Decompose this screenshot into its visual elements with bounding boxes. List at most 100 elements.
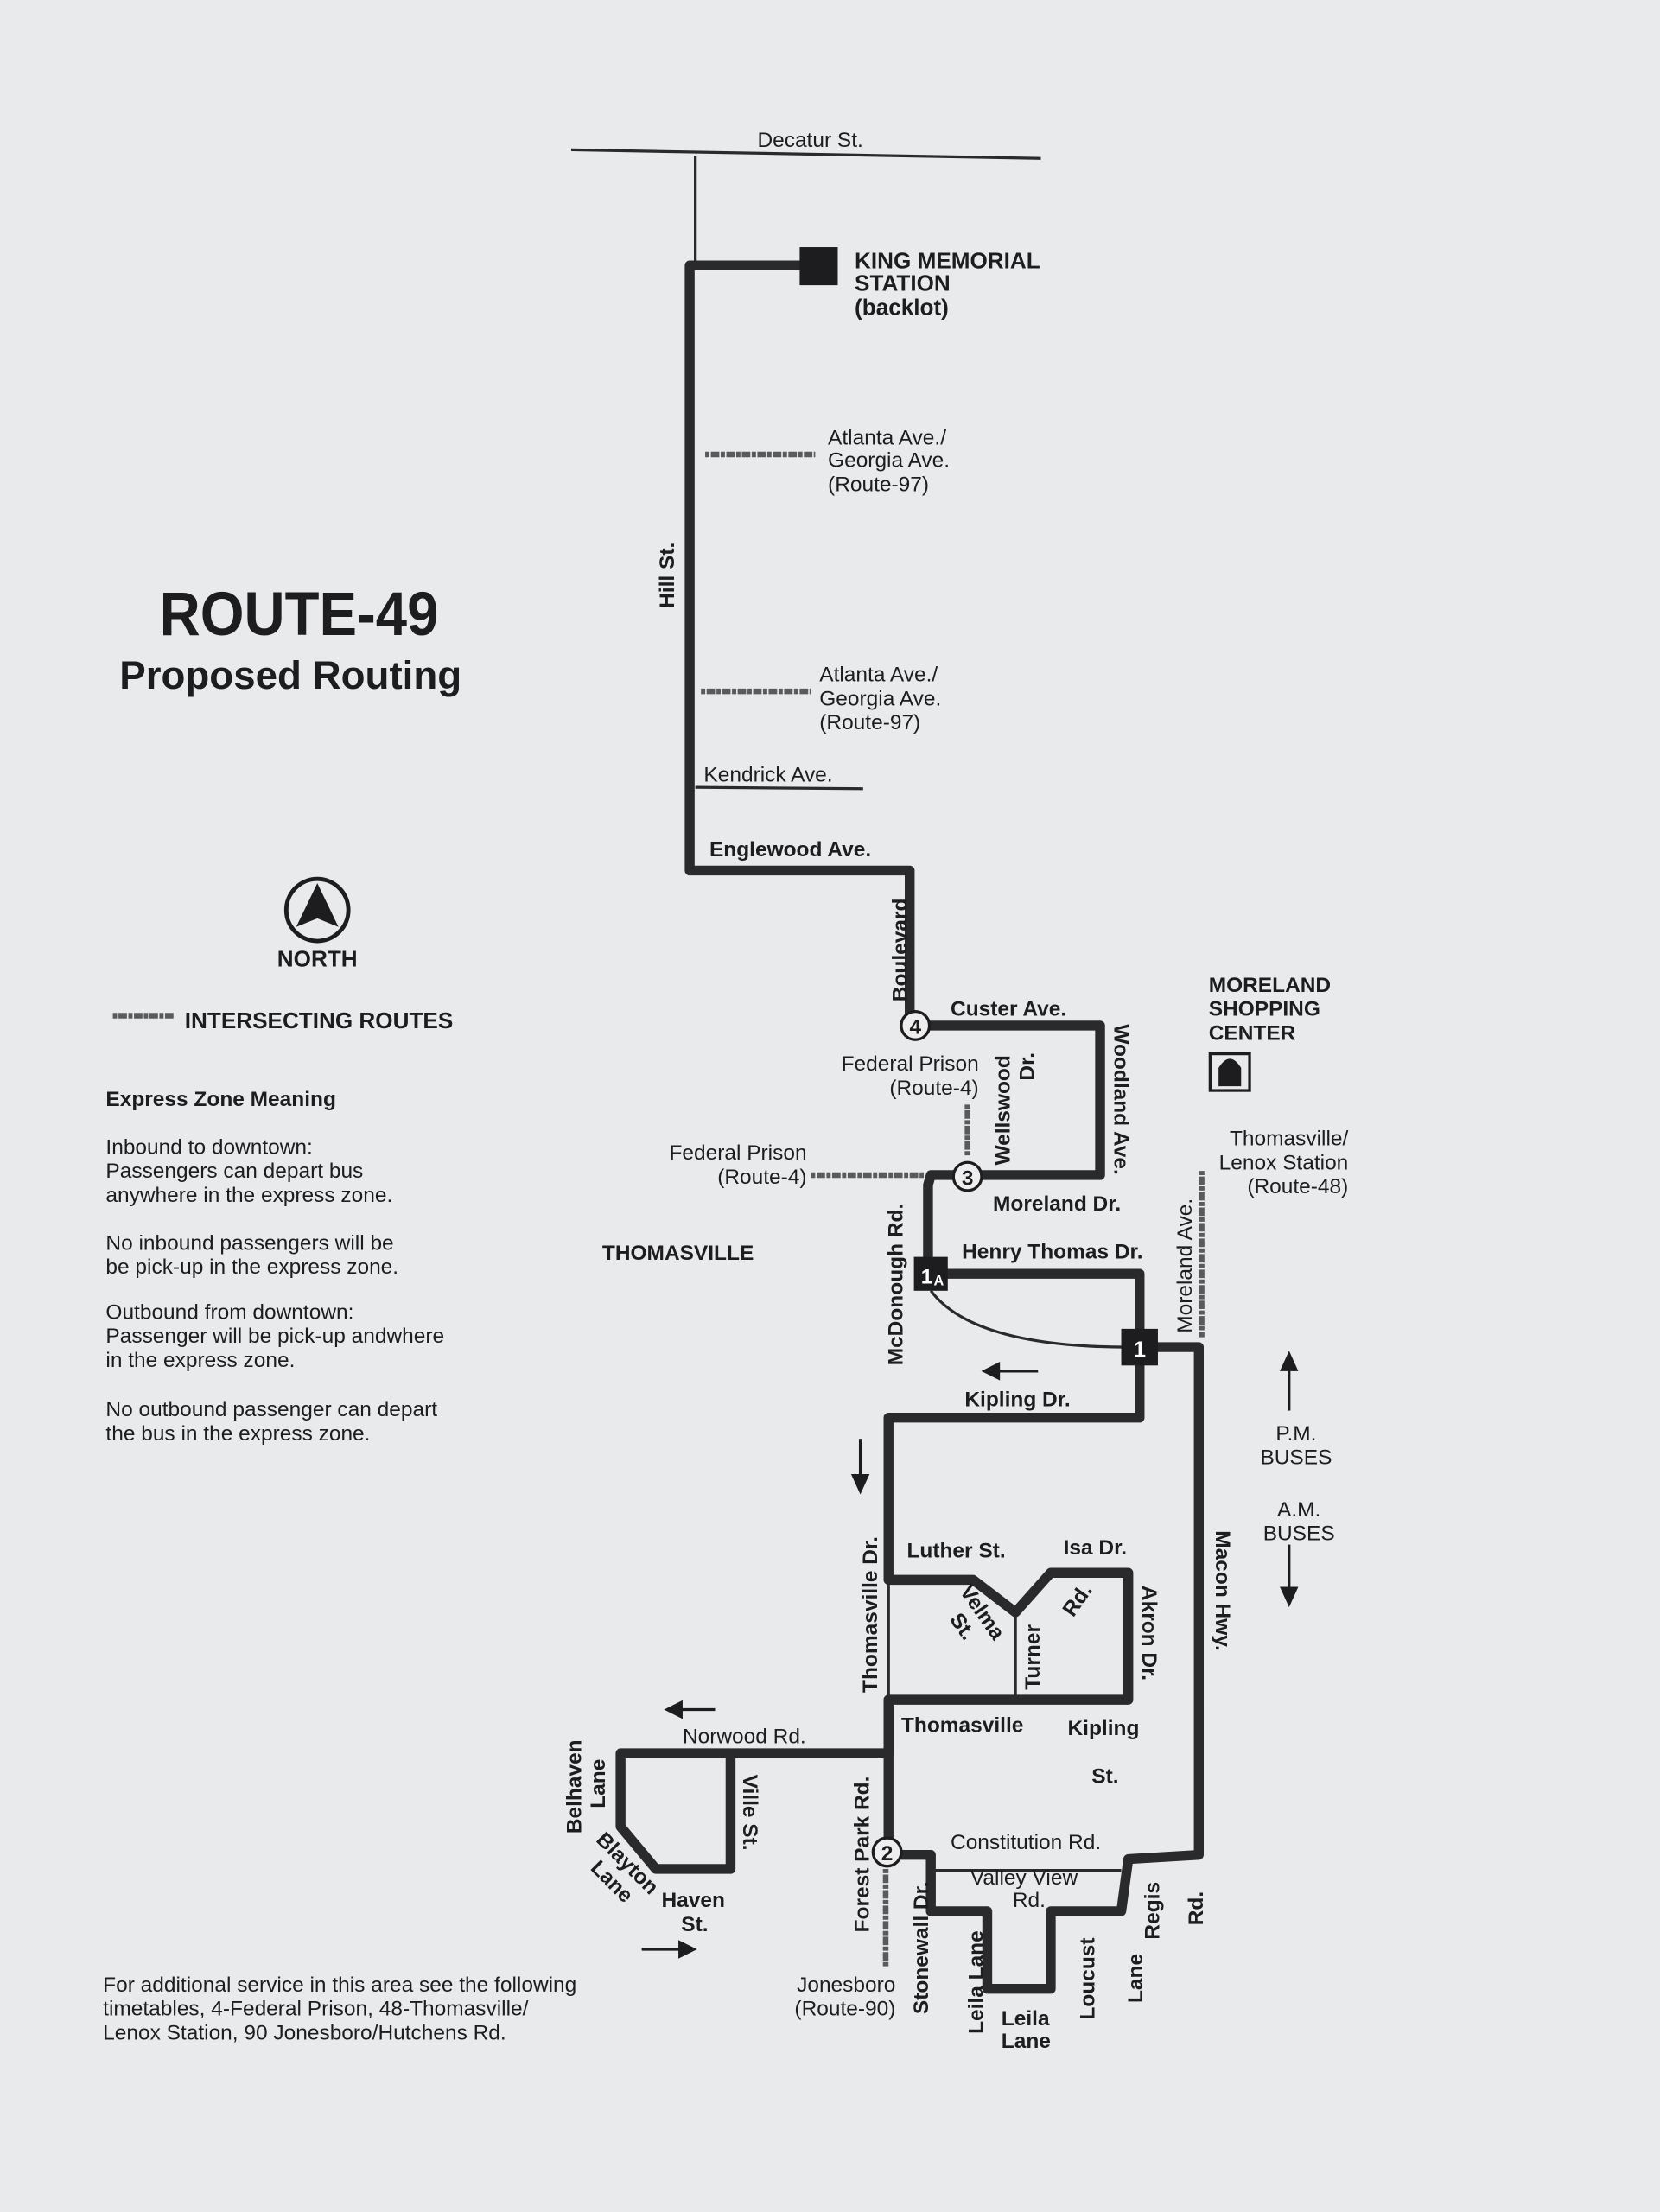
label-line: Atlanta Ave./ bbox=[828, 427, 946, 450]
label-line: BUSES bbox=[1263, 1522, 1335, 1546]
street-label: Leila Lane bbox=[965, 1930, 989, 2034]
stop-number: 3 bbox=[962, 1166, 974, 1190]
intersecting-routes bbox=[701, 451, 1205, 1968]
street-label: Valley View bbox=[970, 1866, 1078, 1890]
stop-2[interactable]: 2 bbox=[871, 1836, 903, 1868]
stop-suffix: A bbox=[933, 1273, 944, 1288]
street-label: Kipling Dr. bbox=[964, 1389, 1070, 1412]
street-label: Belhaven bbox=[563, 1739, 586, 1834]
label-line: A.M. bbox=[1277, 1498, 1320, 1522]
label-line: STATION bbox=[855, 270, 951, 296]
street-label: Englewood Ave. bbox=[709, 838, 871, 861]
kendrick-ave-line bbox=[695, 785, 863, 791]
street-label: Hill St. bbox=[656, 543, 679, 608]
street-label: Turner bbox=[1021, 1624, 1045, 1690]
street-label: Constitution Rd. bbox=[951, 1831, 1101, 1854]
federal-prison-label-2: Federal Prison (Route-4) bbox=[669, 1141, 806, 1189]
street-label: Thomasville bbox=[901, 1714, 1023, 1738]
label-line: MORELAND bbox=[1209, 974, 1331, 997]
stop-number: 2 bbox=[881, 1842, 894, 1866]
street-label: Dr. bbox=[1015, 1052, 1039, 1081]
street-label: Macon Hwy. bbox=[1211, 1530, 1234, 1651]
label-line: CENTER bbox=[1209, 1021, 1296, 1045]
atlanta-ave-label-2: Atlanta Ave./ Georgia Ave. (Route-97) bbox=[819, 664, 941, 734]
king-memorial-station-icon bbox=[799, 247, 838, 286]
shopping-bag-icon bbox=[1208, 1052, 1251, 1092]
street-label: Kendrick Ave. bbox=[703, 764, 832, 787]
thomasville-area-label: THOMASVILLE bbox=[602, 1242, 754, 1265]
direction-arrows bbox=[641, 1351, 1299, 1959]
footer-note: For additional service in this area see … bbox=[103, 1974, 576, 2044]
express-line: in the express zone. bbox=[105, 1349, 295, 1372]
federal-prison-label-1: Federal Prison (Route-4) bbox=[842, 1052, 979, 1100]
label-line: BUSES bbox=[1260, 1446, 1332, 1470]
street-label: Lane bbox=[1002, 2030, 1051, 2053]
street-label: Moreland Dr. bbox=[993, 1192, 1121, 1216]
pm-buses-label: P.M. BUSES bbox=[1260, 1422, 1332, 1470]
atlanta-ave-label-1: Atlanta Ave./ Georgia Ave. (Route-97) bbox=[828, 427, 950, 497]
street-label: Stonewall Dr. bbox=[910, 1881, 933, 2014]
label-line: (Route-90) bbox=[794, 1998, 895, 2021]
label-line: (Route-48) bbox=[1247, 1175, 1348, 1198]
map-title: ROUTE-49 bbox=[160, 579, 439, 649]
express-line: No outbound passenger can depart bbox=[105, 1398, 437, 1421]
label-line: (Route-97) bbox=[828, 473, 929, 496]
stop-number: 1 bbox=[1133, 1337, 1146, 1363]
label-line: SHOPPING bbox=[1209, 998, 1320, 1021]
street-label: St. bbox=[681, 1913, 708, 1936]
street-label: Lane bbox=[587, 1759, 610, 1808]
street-label: Haven bbox=[661, 1889, 724, 1912]
street-label: Forest Park Rd. bbox=[850, 1777, 874, 1933]
footer-line: timetables, 4-Federal Prison, 48-Thomasv… bbox=[103, 1998, 528, 2021]
street-label: Leila bbox=[1002, 2007, 1050, 2031]
stop-3[interactable]: 3 bbox=[951, 1160, 983, 1192]
label-line: Jonesboro bbox=[797, 1974, 895, 1997]
label-line: Federal Prison bbox=[842, 1052, 979, 1076]
stop-number: 1 bbox=[921, 1266, 933, 1289]
norwood-loop-path bbox=[615, 1694, 894, 1874]
label-line: Georgia Ave. bbox=[828, 449, 950, 473]
label-line: P.M. bbox=[1275, 1422, 1316, 1446]
street-label: Wellswood bbox=[992, 1055, 1015, 1165]
label-line: Lenox Station bbox=[1219, 1151, 1349, 1174]
street-label: Norwood Rd. bbox=[683, 1726, 806, 1749]
street-label: Custer Ave. bbox=[951, 998, 1066, 1021]
jonesboro-label: Jonesboro (Route-90) bbox=[794, 1974, 895, 2021]
express-line: No inbound passengers will be bbox=[105, 1231, 393, 1255]
street-label: Kipling bbox=[1068, 1717, 1140, 1740]
label-line: (Route-4) bbox=[717, 1166, 806, 1189]
north-label: NORTH bbox=[277, 945, 358, 971]
decatur-st-line bbox=[570, 148, 1041, 160]
street-label: Henry Thomas Dr. bbox=[962, 1240, 1142, 1263]
express-line: Passenger will be pick-up andwhere bbox=[105, 1325, 444, 1348]
express-line: anywhere in the express zone. bbox=[105, 1184, 392, 1207]
express-line: be pick-up in the express zone. bbox=[105, 1255, 398, 1279]
express-heading: Express Zone Meaning bbox=[105, 1088, 336, 1111]
connector-curve bbox=[929, 1289, 1129, 1349]
stop-1[interactable]: 1 bbox=[1121, 1328, 1158, 1366]
street-label: Thomasville Dr. bbox=[859, 1536, 882, 1693]
street-label: Rd. bbox=[1013, 1889, 1046, 1912]
legend-label: INTERSECTING ROUTES bbox=[185, 1007, 453, 1033]
street-label: Ville St. bbox=[738, 1775, 761, 1851]
express-line: Inbound to downtown: bbox=[105, 1135, 312, 1159]
label-line: Atlanta Ave./ bbox=[819, 664, 938, 687]
label-line: KING MEMORIAL bbox=[855, 248, 1040, 274]
stop-4[interactable]: 4 bbox=[900, 1010, 932, 1041]
king-memorial-label: KING MEMORIAL STATION (backlot) bbox=[855, 248, 1040, 321]
label-line: Thomasville/ bbox=[1230, 1128, 1349, 1151]
am-buses-label: A.M. BUSES bbox=[1263, 1498, 1335, 1546]
express-text: Inbound to downtown: Passengers can depa… bbox=[105, 1135, 444, 1445]
label-line: (Route-97) bbox=[819, 711, 920, 734]
street-label: McDonough Rd. bbox=[885, 1204, 908, 1366]
street-label: Rd. bbox=[1059, 1580, 1097, 1621]
street-label: Lane bbox=[1124, 1954, 1148, 2003]
label-line: Federal Prison bbox=[669, 1141, 806, 1165]
street-label: St. bbox=[1091, 1764, 1118, 1788]
street-label: Rd. bbox=[1185, 1891, 1208, 1925]
street-label: Isa Dr. bbox=[1064, 1536, 1127, 1560]
express-line: Outbound from downtown: bbox=[105, 1300, 353, 1324]
